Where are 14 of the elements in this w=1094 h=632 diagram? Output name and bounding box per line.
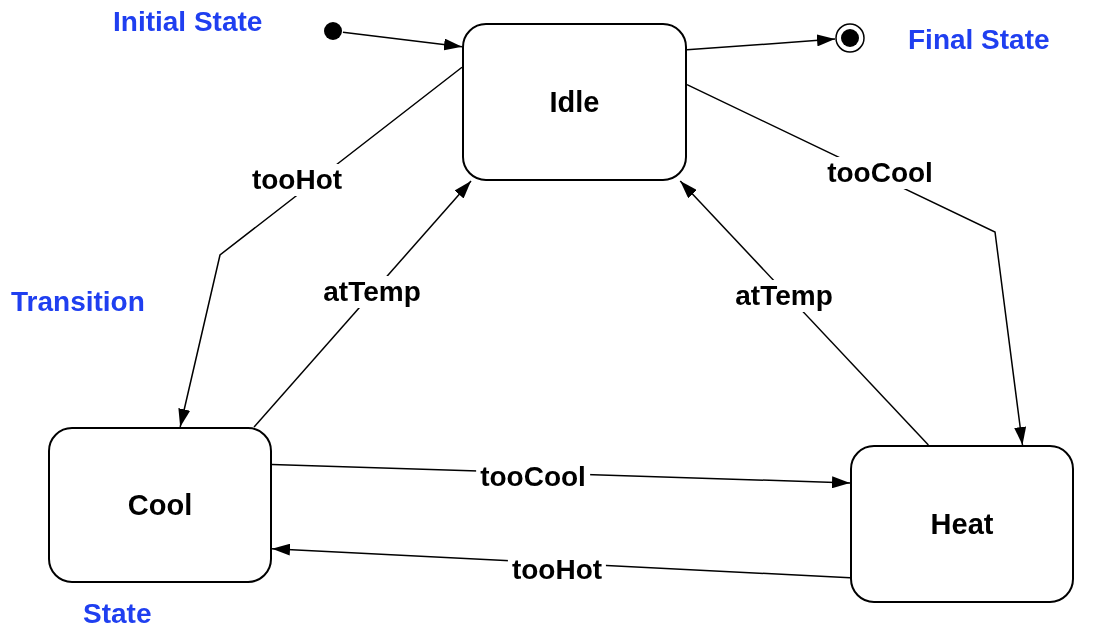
state-box: [462, 23, 687, 181]
transition-arrow: [679, 180, 930, 446]
transition-arrow: [342, 31, 463, 51]
state-name: Cool: [127, 488, 193, 522]
state-name: Idle: [549, 85, 600, 119]
annotation-text: Transition: [11, 286, 145, 318]
annotation-text: Final State: [908, 24, 1050, 56]
state-box: [48, 427, 272, 583]
transition-arrow: [686, 34, 836, 51]
state-box: [850, 445, 1074, 603]
transition-arrow: [178, 66, 463, 428]
annotation-text: State: [83, 598, 152, 630]
annotation-text: Initial State: [113, 6, 263, 38]
state-name: Heat: [930, 507, 994, 541]
